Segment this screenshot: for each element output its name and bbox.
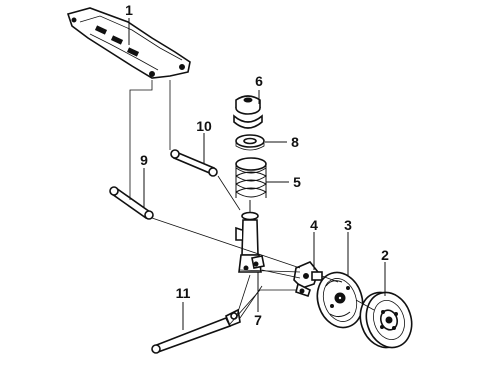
coil-spring-icon xyxy=(235,157,267,198)
callout-9: 9 xyxy=(140,152,148,168)
lateral-arm-icon xyxy=(109,186,154,220)
strut-icon xyxy=(235,200,265,273)
spring-seat-icon xyxy=(235,134,265,151)
callout-3: 3 xyxy=(344,217,352,233)
callout-6: 6 xyxy=(255,73,263,89)
backing-plate-icon xyxy=(316,271,364,329)
callout-1: 1 xyxy=(125,2,133,18)
callout-8: 8 xyxy=(291,134,299,150)
callout-10: 10 xyxy=(196,118,212,134)
brake-drum-icon xyxy=(359,291,413,349)
trailing-arm-icon xyxy=(151,308,241,354)
callout-11: 11 xyxy=(175,285,191,301)
leader-lines xyxy=(128,18,386,330)
lateral-arm-icon xyxy=(170,149,218,177)
strut-mount-icon xyxy=(233,95,263,129)
spindle-knuckle-icon xyxy=(293,261,323,298)
callout-5: 5 xyxy=(293,174,301,190)
assembly-guide-lines xyxy=(129,80,375,325)
callout-4: 4 xyxy=(310,217,318,233)
callout-7: 7 xyxy=(254,312,262,328)
callout-2: 2 xyxy=(381,247,389,263)
